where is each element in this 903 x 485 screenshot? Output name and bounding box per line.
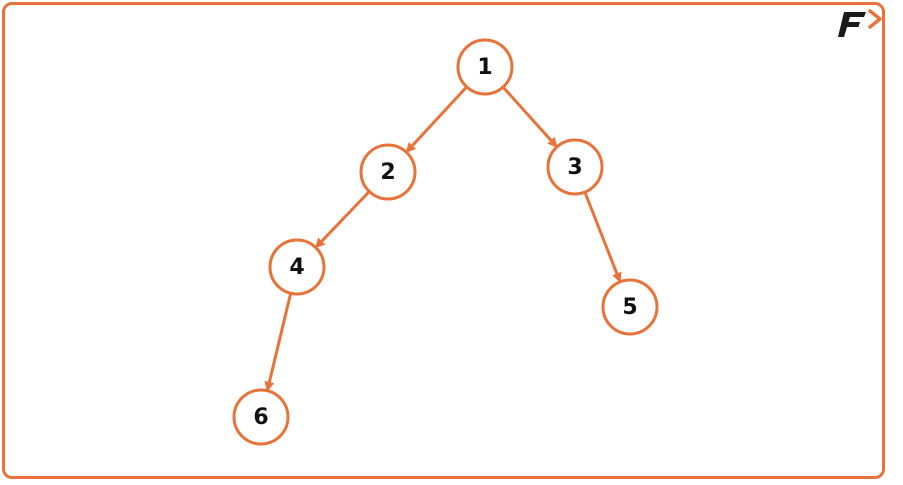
node-circle [359, 143, 417, 201]
diagram-frame [2, 2, 885, 479]
node-circle [546, 138, 604, 196]
node-label: 2 [380, 160, 395, 185]
edge-1-to-2 [405, 85, 468, 153]
tree-node-3: 3 [546, 138, 604, 196]
edge-3-to-5 [583, 191, 622, 283]
node-circle [456, 38, 514, 96]
tree-node-6: 6 [232, 388, 290, 446]
edge-1-to-3 [501, 86, 558, 148]
node-label: 4 [289, 255, 304, 280]
node-circle [268, 238, 326, 296]
node-label: 5 [622, 295, 637, 320]
node-circle [232, 388, 290, 446]
tree-node-4: 4 [268, 238, 326, 296]
brand-f-logo-icon [838, 9, 882, 37]
tree-node-2: 2 [359, 143, 417, 201]
node-circle [601, 278, 659, 336]
node-label: 1 [477, 55, 492, 80]
node-label: 3 [567, 155, 582, 180]
tree-node-5: 5 [601, 278, 659, 336]
edge-2-to-4 [314, 190, 371, 249]
tree-node-1: 1 [456, 38, 514, 96]
edge-4-to-6 [264, 292, 293, 392]
node-label: 6 [253, 405, 268, 430]
